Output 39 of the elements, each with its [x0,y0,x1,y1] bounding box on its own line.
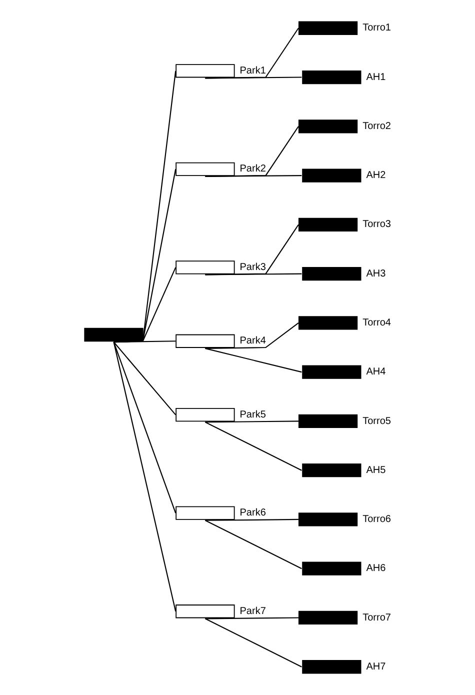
connector [114,340,176,343]
connector [205,174,302,177]
node-label: Park3 [240,262,266,273]
connector [114,70,176,343]
node-label: Park4 [240,336,266,347]
connector [113,342,176,416]
node-label: Park6 [240,508,266,519]
connector [205,322,299,349]
node-label: Torro2 [362,120,391,132]
node-label: AH7 [366,661,386,672]
node-label: Park1 [240,65,266,76]
connector [205,617,298,620]
connector [205,273,302,276]
connector [205,518,298,521]
node-label: Park5 [240,409,266,420]
node-label: Torro7 [362,612,391,624]
connector [114,169,176,343]
node-label: AH1 [366,72,386,83]
node-label: AH2 [366,170,386,182]
connector [204,618,302,668]
connector [113,342,176,514]
connector [114,267,176,343]
node-label: Torro6 [362,514,391,526]
connector [205,76,302,79]
node-label: AH4 [366,366,386,378]
connector [113,342,176,612]
node-label: Park7 [240,606,266,617]
node-label: Torro1 [362,22,391,34]
node-label: AH3 [366,268,386,280]
connector [205,420,298,423]
connector [204,422,302,471]
node-label: Torro4 [362,317,391,328]
connector [204,520,302,570]
node-label: AH6 [366,563,386,574]
node-label: Torro5 [362,416,391,427]
node-label: AH5 [366,464,386,476]
node-label: Torro3 [362,219,391,230]
node-label: Park2 [240,164,266,175]
connector [205,348,302,373]
